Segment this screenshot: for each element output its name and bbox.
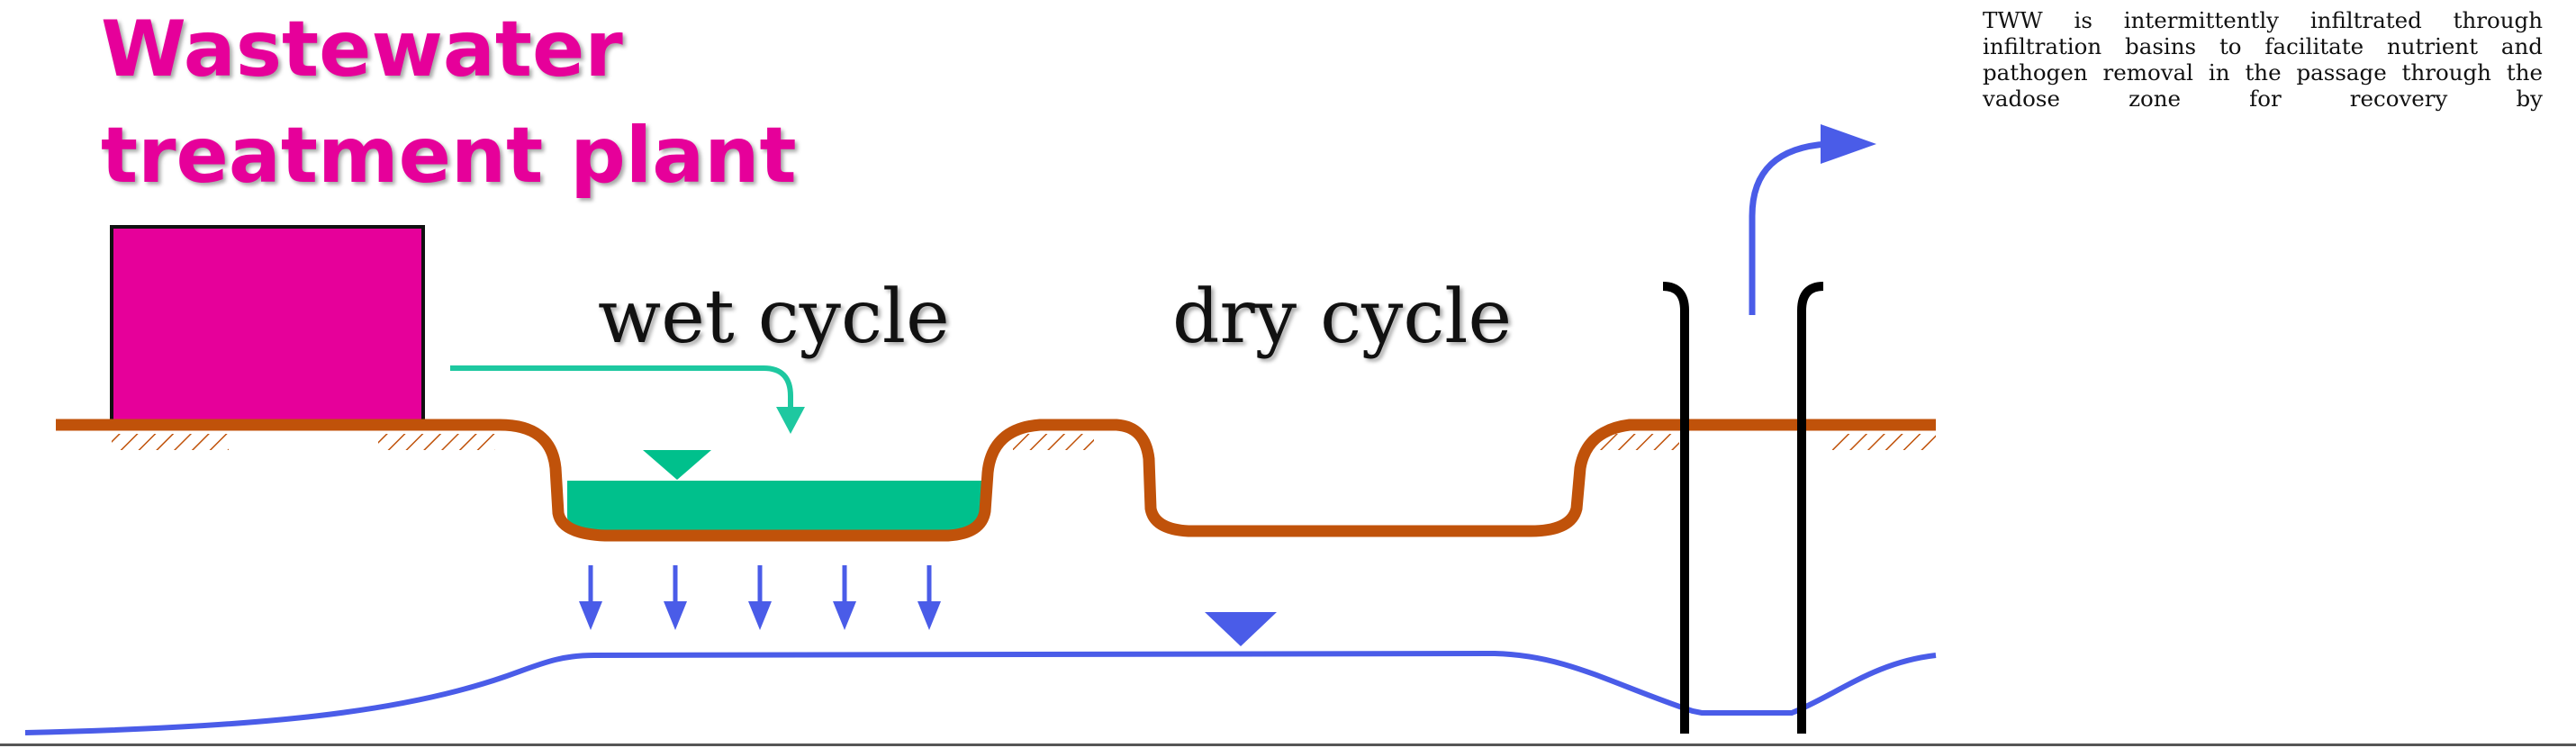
bottom-divider — [0, 743, 2576, 746]
plant-title-line-1: Wastewater — [101, 5, 623, 95]
wet-cycle-label: wet cycle — [598, 275, 950, 360]
dry-cycle-label: dry cycle — [1172, 275, 1513, 360]
groundwater-table-line — [24, 650, 1937, 735]
recovery-arrowhead-icon — [1821, 124, 1876, 164]
well-left-wall — [1662, 282, 1689, 734]
recovery-arrow — [1749, 140, 1829, 315]
inflow-arrow — [450, 365, 793, 416]
ponded-water — [567, 481, 986, 538]
caption-text: TWW is intermittently infiltrated throug… — [1983, 7, 2543, 112]
well-right-wall — [1797, 282, 1824, 734]
plant-title-line-2: treatment plant — [101, 111, 797, 201]
ground-hatching — [112, 434, 1936, 450]
groundwater-level-icon — [1205, 612, 1277, 646]
inflow-arrowhead-icon — [776, 407, 805, 434]
infiltration-arrows — [579, 565, 941, 630]
ground-surface — [56, 419, 1936, 542]
pond-water-level-icon — [643, 450, 711, 480]
treatment-plant-block — [110, 225, 425, 423]
